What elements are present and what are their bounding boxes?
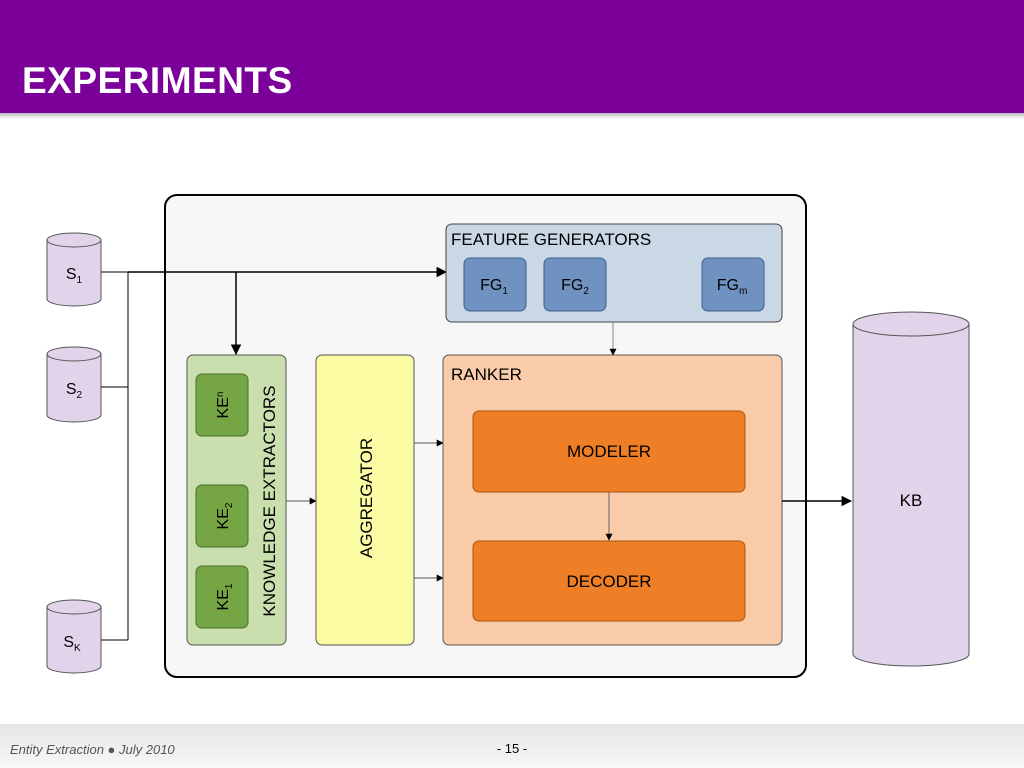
source-s2-label: S2 <box>66 381 83 401</box>
slide-title: EXPERIMENTS <box>22 60 293 101</box>
feature-generators-panel <box>445 223 783 323</box>
fg-m-label: FGm <box>717 277 748 297</box>
ke-2: KE2 <box>195 484 249 548</box>
fg-1-label: FG1 <box>480 277 508 297</box>
aggregator-label: AGGREGATOR <box>357 438 376 558</box>
feature-generators-label: FEATURE GENERATORS <box>451 230 651 249</box>
header-shadow <box>0 113 1024 119</box>
ke-n: KEn <box>195 373 249 437</box>
source-s2: S2 <box>46 346 102 423</box>
ke-1: KE1 <box>195 565 249 629</box>
source-sk-label: SK <box>63 634 81 654</box>
fg-2: FG2 <box>543 257 607 312</box>
source-sk: SK <box>46 599 102 674</box>
page-number: - 15 - <box>496 741 528 756</box>
ke-1-label: KE1 <box>215 583 235 610</box>
slide-header <box>0 0 1024 113</box>
fg-2-label: FG2 <box>561 277 589 297</box>
decoder-box <box>472 540 746 622</box>
knowledge-extractors-label: KNOWLEDGE EXTRACTORS <box>260 385 279 616</box>
footer-text: Entity Extraction ● July 2010 <box>10 742 175 757</box>
slide-footer <box>0 724 1024 768</box>
decoder-label: DECODER <box>566 572 651 591</box>
ke-n-label: KEn <box>215 392 232 419</box>
source-s1: S1 <box>46 232 102 307</box>
ranker-label: RANKER <box>451 365 522 384</box>
source-s1-label: S1 <box>66 266 83 286</box>
aggregator-box <box>315 354 415 646</box>
modeler-label: MODELER <box>567 442 651 461</box>
kb-cylinder: KB <box>852 311 970 667</box>
source-connectors <box>101 271 129 641</box>
fg-1: FG1 <box>463 257 527 312</box>
ke-2-label: KE2 <box>215 502 235 529</box>
fg-m: FGm <box>701 257 765 312</box>
kb-label: KB <box>900 491 923 510</box>
